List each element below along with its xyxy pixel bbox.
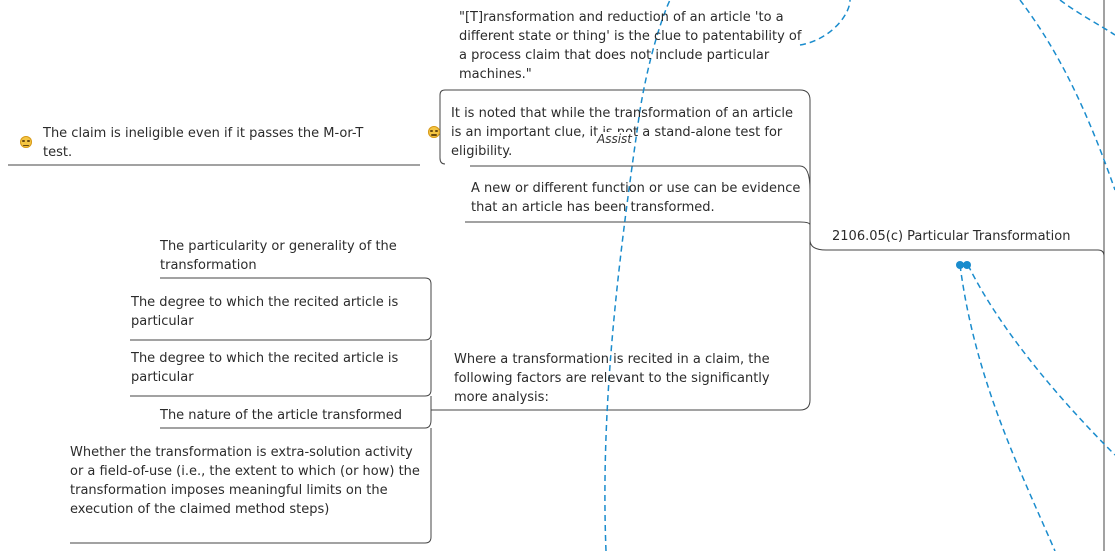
root-underline [826,249,1105,257]
link-handle-icon [956,261,964,269]
factor-item-1-line [130,340,432,397]
factor-item[interactable]: The degree to which the recited article … [131,351,399,385]
quote-node[interactable]: "[T]ransformation and reduction of an ar… [459,10,802,82]
factor-item-2-line [160,396,432,429]
sad-emoji-icon [20,136,32,148]
connector-tall [604,0,671,551]
factor-item[interactable]: The nature of the article transformed [160,408,403,423]
main-branch [439,89,827,251]
floating-label: Assist [596,132,634,146]
factor-item-0-line [130,277,432,341]
connector-right-4 [959,264,1056,551]
factors-node[interactable]: Where a transformation is recited in a c… [454,352,770,405]
root-node[interactable]: 2106.05(c) Particular Transformation [832,229,1071,244]
branch-factors [440,240,811,411]
laughing-emoji-icon [428,126,440,138]
connector-quote [799,0,851,46]
branch-new-function [470,165,811,191]
factor-item[interactable]: Whether the transformation is extra-solu… [70,445,420,517]
clue-node[interactable]: It is noted that while the transformatio… [451,106,793,159]
factor-item[interactable]: The particularity or generality of the t… [160,239,397,273]
connector-right-1 [1019,0,1115,191]
ineligible-node[interactable]: The claim is ineligible even if it passe… [43,126,364,160]
factor-item-4-line [70,428,432,544]
connector-right-2 [1059,0,1115,36]
link-handle-icon-2 [963,261,971,269]
new-function-node[interactable]: A new or different function or use can b… [471,181,801,215]
factor-item[interactable]: The degree to which the recited article … [131,295,399,329]
branch-factors-under [465,221,811,226]
connector-right-3 [967,264,1115,456]
